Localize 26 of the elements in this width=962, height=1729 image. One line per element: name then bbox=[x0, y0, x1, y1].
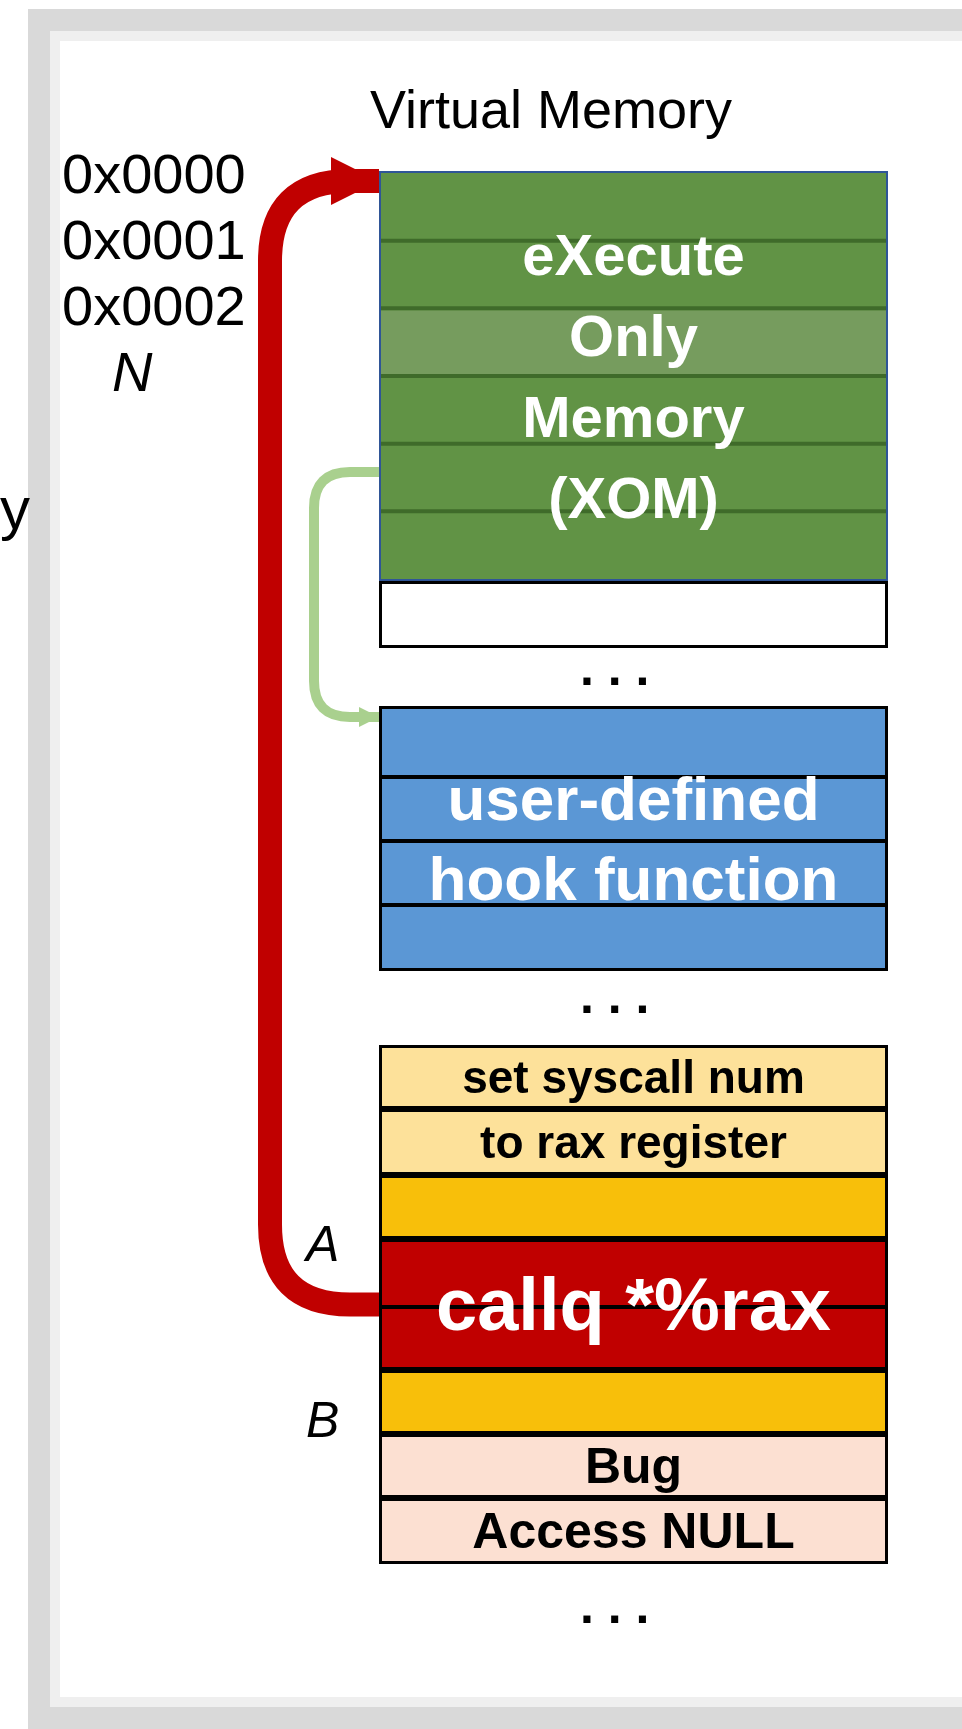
memory-region bbox=[379, 706, 888, 971]
memory-row bbox=[379, 1175, 888, 1239]
memory-row bbox=[379, 1109, 888, 1175]
address-label: 0x0001 bbox=[62, 208, 246, 273]
address-label: N bbox=[112, 340, 153, 405]
node-label: eXecute Only Memory (XOM) bbox=[521, 221, 746, 532]
memory-row bbox=[379, 581, 888, 648]
node-label: to rax register bbox=[480, 1116, 787, 1168]
text-fragment: y bbox=[0, 474, 30, 543]
node-label: set syscall num bbox=[462, 1051, 805, 1103]
address-label: 0x0000 bbox=[62, 142, 246, 207]
memory-row bbox=[379, 1370, 888, 1434]
memory-row bbox=[379, 1434, 888, 1498]
ellipsis: . . . bbox=[580, 1578, 650, 1636]
node-label: user-defined hook function bbox=[427, 762, 840, 915]
memory-row bbox=[379, 1045, 888, 1109]
ellipsis: . . . bbox=[580, 640, 650, 698]
heading: Virtual Memory bbox=[370, 78, 733, 141]
marker-label: B bbox=[306, 1392, 340, 1450]
ellipsis: . . . bbox=[580, 968, 650, 1026]
memory-region bbox=[379, 171, 888, 581]
address-label: 0x0002 bbox=[62, 274, 246, 339]
arrow bbox=[309, 467, 379, 727]
node-label: Access NULL bbox=[472, 1503, 795, 1559]
memory-row bbox=[379, 1498, 888, 1564]
node-label: Bug bbox=[584, 1438, 683, 1494]
